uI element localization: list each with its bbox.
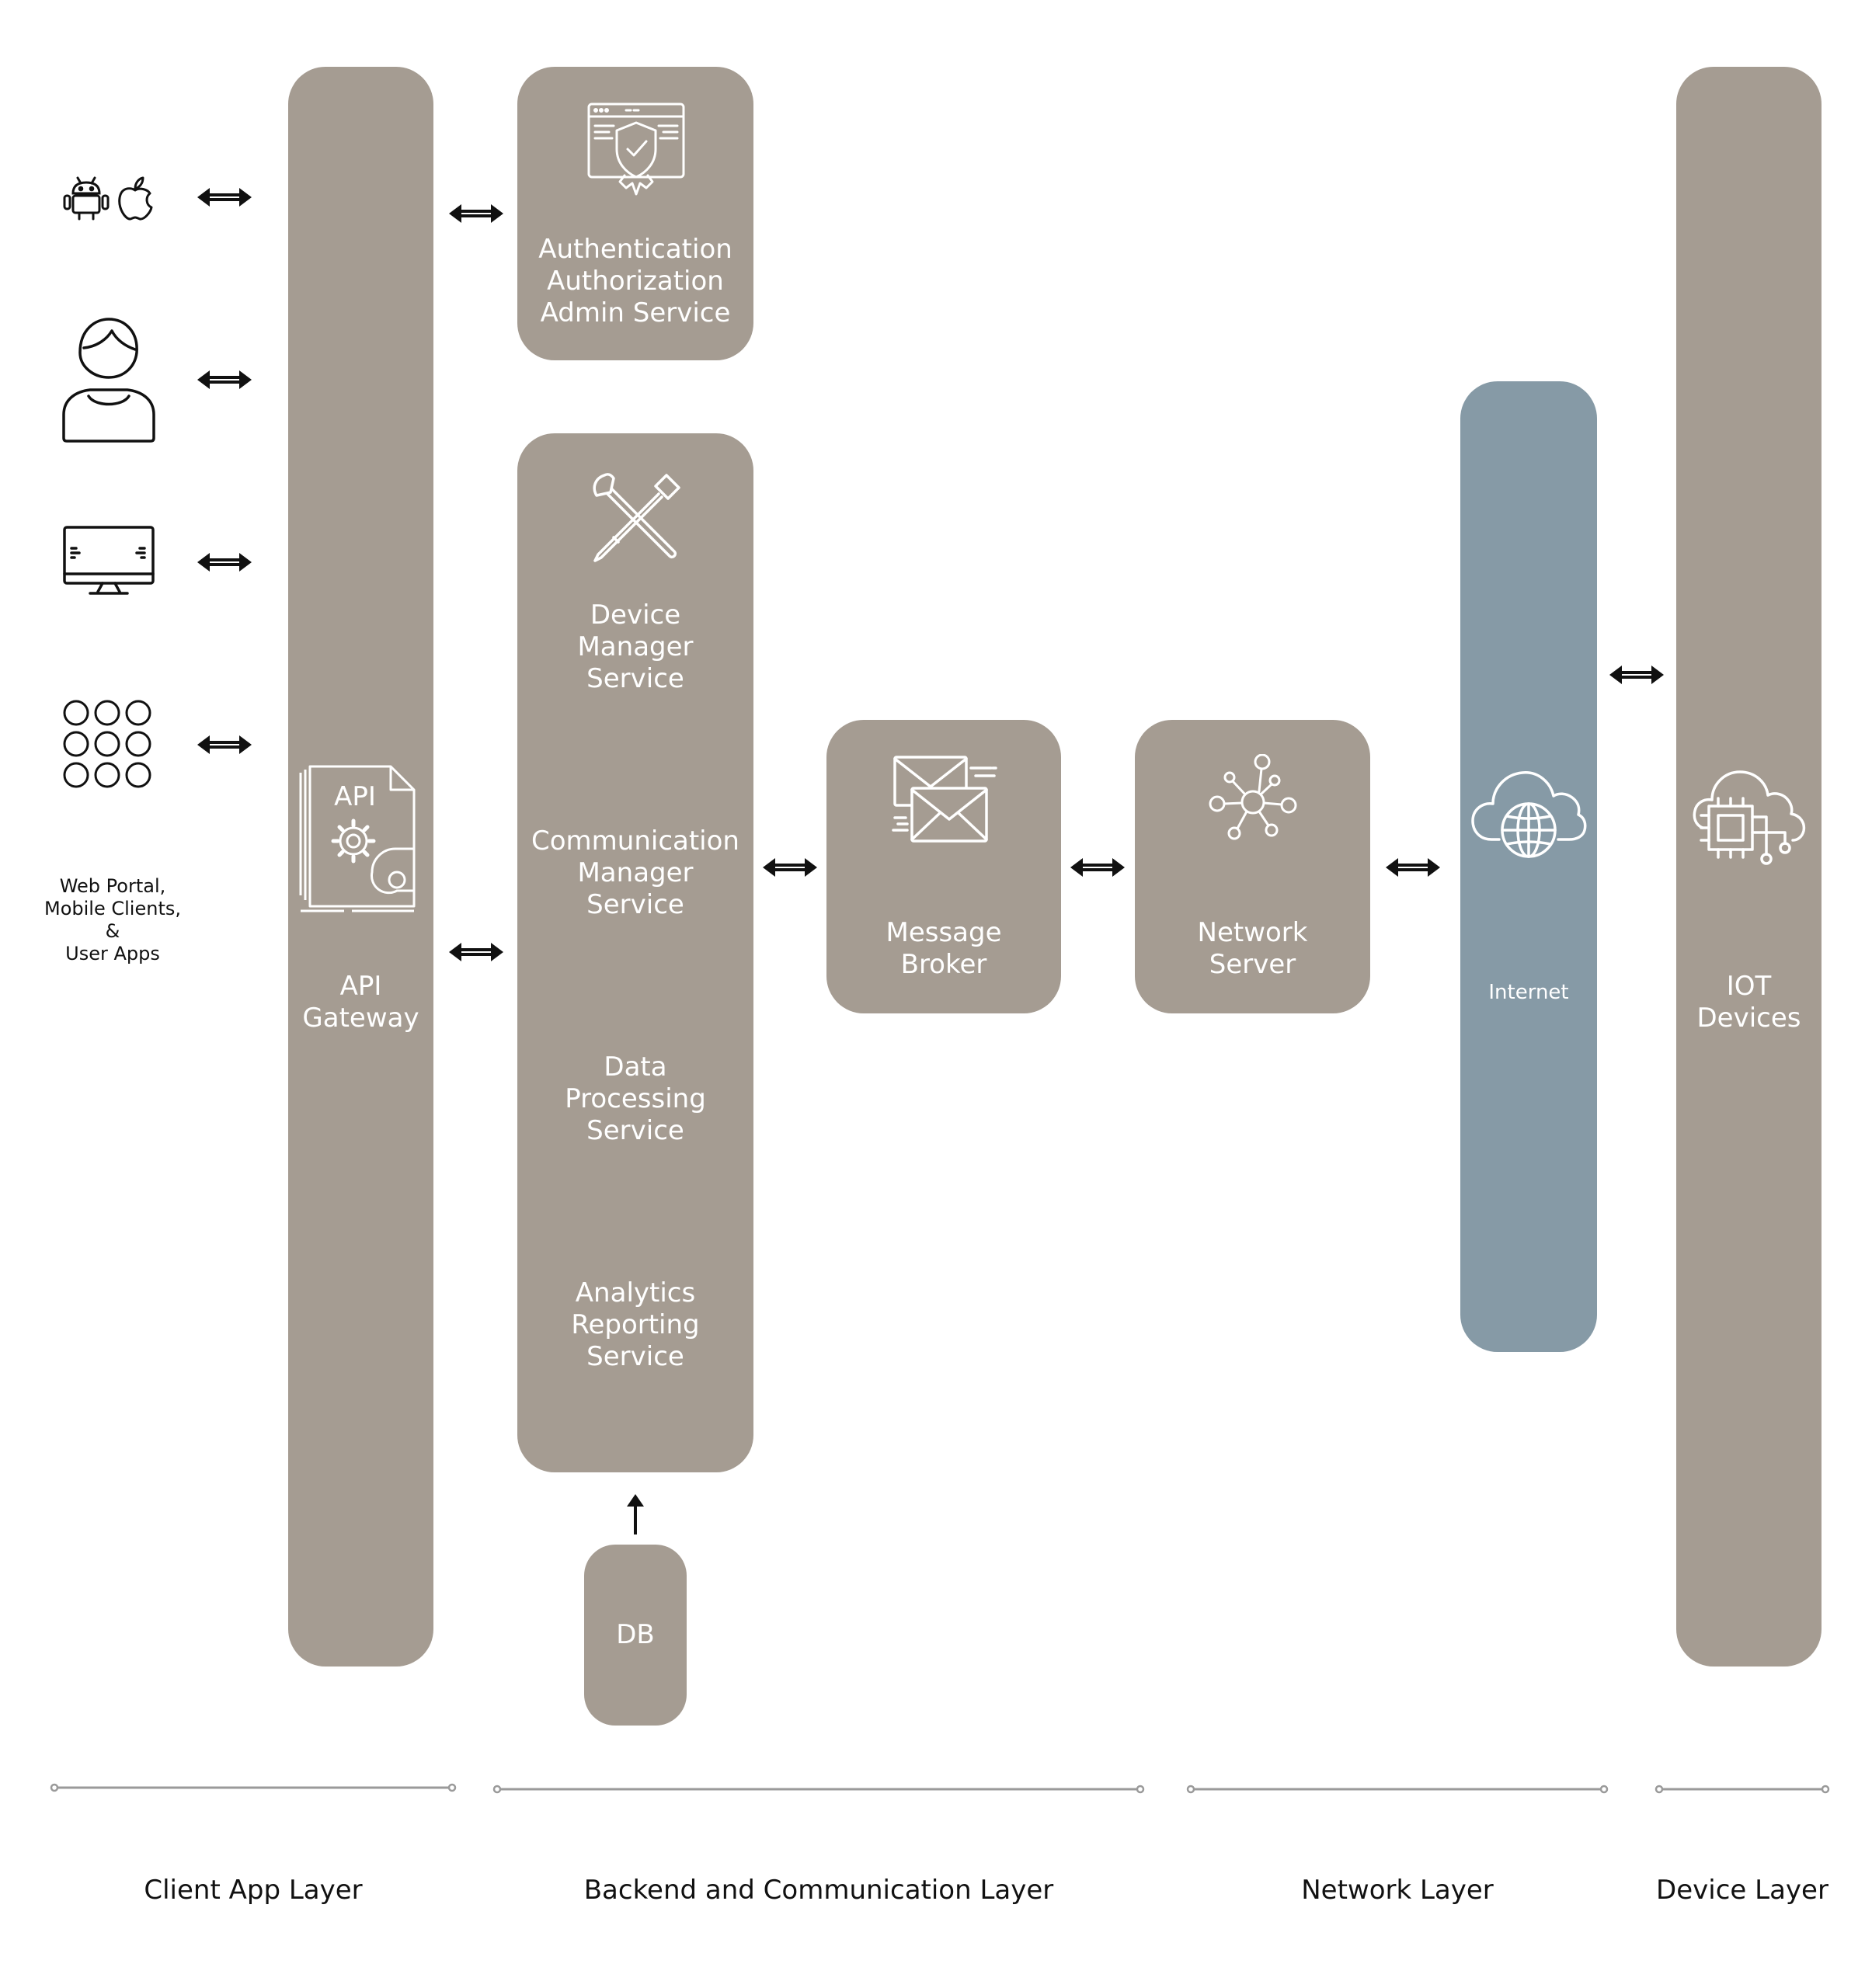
message-broker-panel: Message Broker <box>826 720 1061 1013</box>
client-caption: Web Portal, Mobile Clients, & User Apps <box>44 875 181 964</box>
monitor-icon <box>63 526 155 595</box>
gateway-auth-arrow <box>449 204 503 223</box>
db-up-arrow <box>627 1494 644 1534</box>
web-security-shield-icon <box>587 103 685 196</box>
client-layer-bracket <box>50 1783 457 1792</box>
network-layer-bracket <box>1186 1785 1609 1794</box>
api-gateway-panel: API API Gateway <box>288 67 433 1667</box>
message-broker-label: Message Broker <box>886 917 1002 980</box>
device-layer-label: Device Layer <box>1656 1875 1828 1906</box>
user-avatar-icon <box>62 318 155 443</box>
auth-service-panel: Authentication Authorization Admin Servi… <box>517 67 753 360</box>
broker-network-server-arrow <box>1070 858 1125 877</box>
api-icon-label: API <box>334 781 376 812</box>
iot-devices-panel: IOT Devices <box>1676 67 1822 1667</box>
apple-icon <box>118 176 153 221</box>
iot-devices-label: IOT Devices <box>1696 971 1801 1034</box>
backend-layer-bracket <box>492 1785 1145 1794</box>
network-hub-icon <box>1209 754 1297 840</box>
db-panel: DB <box>584 1545 687 1726</box>
api-document-gear-icon: API <box>299 765 416 912</box>
envelopes-icon <box>892 756 997 843</box>
android-icon <box>63 176 110 221</box>
network-server-label: Network Server <box>1197 917 1308 980</box>
data-processing-label: Data Processing Service <box>565 1051 706 1146</box>
client-app-layer-label: Client App Layer <box>144 1875 363 1906</box>
internet-panel: Internet <box>1460 381 1597 1352</box>
tools-icon <box>593 473 680 562</box>
client-android-ios-arrow <box>197 188 252 207</box>
backend-services-panel: Device Manager Service Communication Man… <box>517 433 753 1472</box>
internet-iot-arrow <box>1609 666 1664 684</box>
device-manager-label: Device Manager Service <box>577 600 694 694</box>
api-gateway-label: API Gateway <box>302 971 419 1034</box>
analytics-reporting-label: Analytics Reporting Service <box>571 1277 700 1372</box>
internet-label: Internet <box>1488 981 1569 1004</box>
backend-layer-label: Backend and Communication Layer <box>583 1875 1054 1906</box>
device-layer-bracket <box>1654 1785 1830 1794</box>
db-label: DB <box>616 1619 655 1650</box>
client-user-arrow <box>197 370 252 389</box>
communication-manager-label: Communication Manager Service <box>531 825 739 920</box>
app-grid-icon <box>63 700 151 788</box>
client-web-portal-arrow <box>197 553 252 572</box>
network-server-panel: Network Server <box>1135 720 1370 1013</box>
client-apps-arrow <box>197 735 252 754</box>
backend-broker-arrow <box>763 858 817 877</box>
cloud-globe-icon <box>1471 771 1587 858</box>
gateway-services-arrow <box>449 943 503 961</box>
cloud-chip-icon <box>1693 770 1806 865</box>
network-server-internet-arrow <box>1386 858 1440 877</box>
auth-service-label: Authentication Authorization Admin Servi… <box>538 234 732 328</box>
network-layer-label: Network Layer <box>1301 1875 1494 1906</box>
